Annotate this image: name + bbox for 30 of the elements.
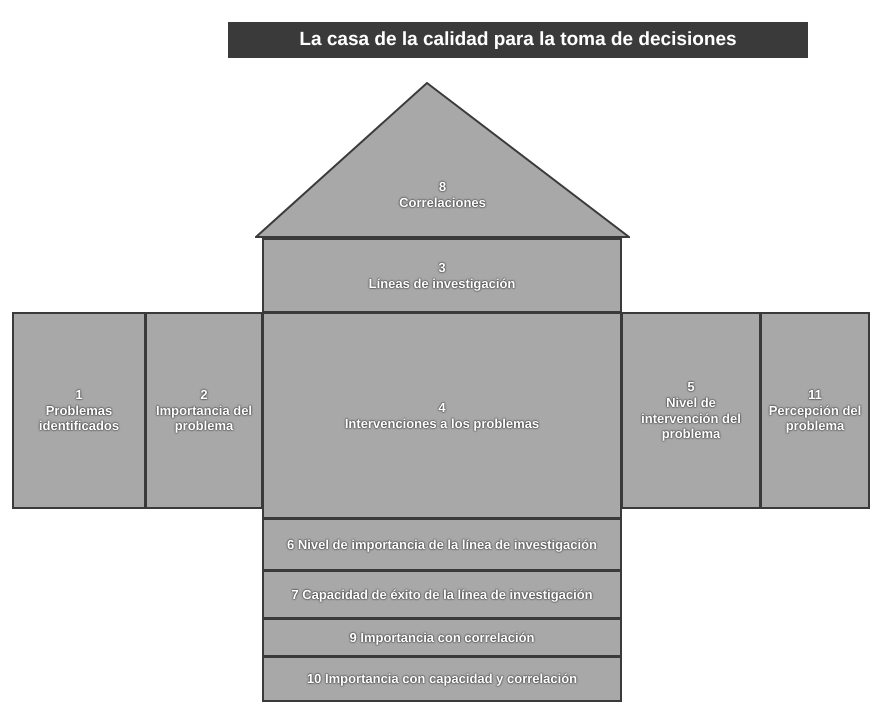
section-label: 5 <box>686 379 696 395</box>
house-section <box>12 312 146 509</box>
section-label: Nivel de intervención del problema <box>640 394 742 442</box>
section-label: Importancia del problema <box>154 402 254 434</box>
house-section <box>262 656 622 702</box>
house-section <box>262 570 622 619</box>
section-label: 11 <box>807 387 823 403</box>
section-label: 4 <box>437 400 447 416</box>
section-label: 3 <box>437 260 447 276</box>
house-section <box>760 312 870 509</box>
title-banner: La casa de la calidad para la toma de decisiones <box>228 22 808 58</box>
section-label: Intervenciones a los problemas <box>344 416 540 432</box>
section-label: 1 <box>74 387 84 403</box>
section-label: Líneas de investigación <box>368 276 516 292</box>
house-section <box>262 238 622 313</box>
house-section <box>262 312 622 519</box>
roof-triangle <box>255 82 630 238</box>
house-section <box>262 618 622 657</box>
section-label: 8 <box>438 179 448 195</box>
section-label: 10 Importancia con capacidad y correlación <box>306 671 578 687</box>
section-label: Problemas identificados <box>38 402 120 434</box>
house-section <box>145 312 263 509</box>
section-label: 6 Nivel de importancia de la línea de investigación <box>286 536 598 552</box>
section-label: Percepción del problema <box>768 402 862 434</box>
section-label: 2 <box>199 387 209 403</box>
section-label: 9 Importancia con correlación <box>348 630 536 646</box>
house-section <box>262 518 622 571</box>
section-label: 7 Capacidad de éxito de la línea de investigación <box>290 586 594 602</box>
house-section <box>621 312 761 509</box>
section-label: Correlaciones <box>398 195 487 211</box>
